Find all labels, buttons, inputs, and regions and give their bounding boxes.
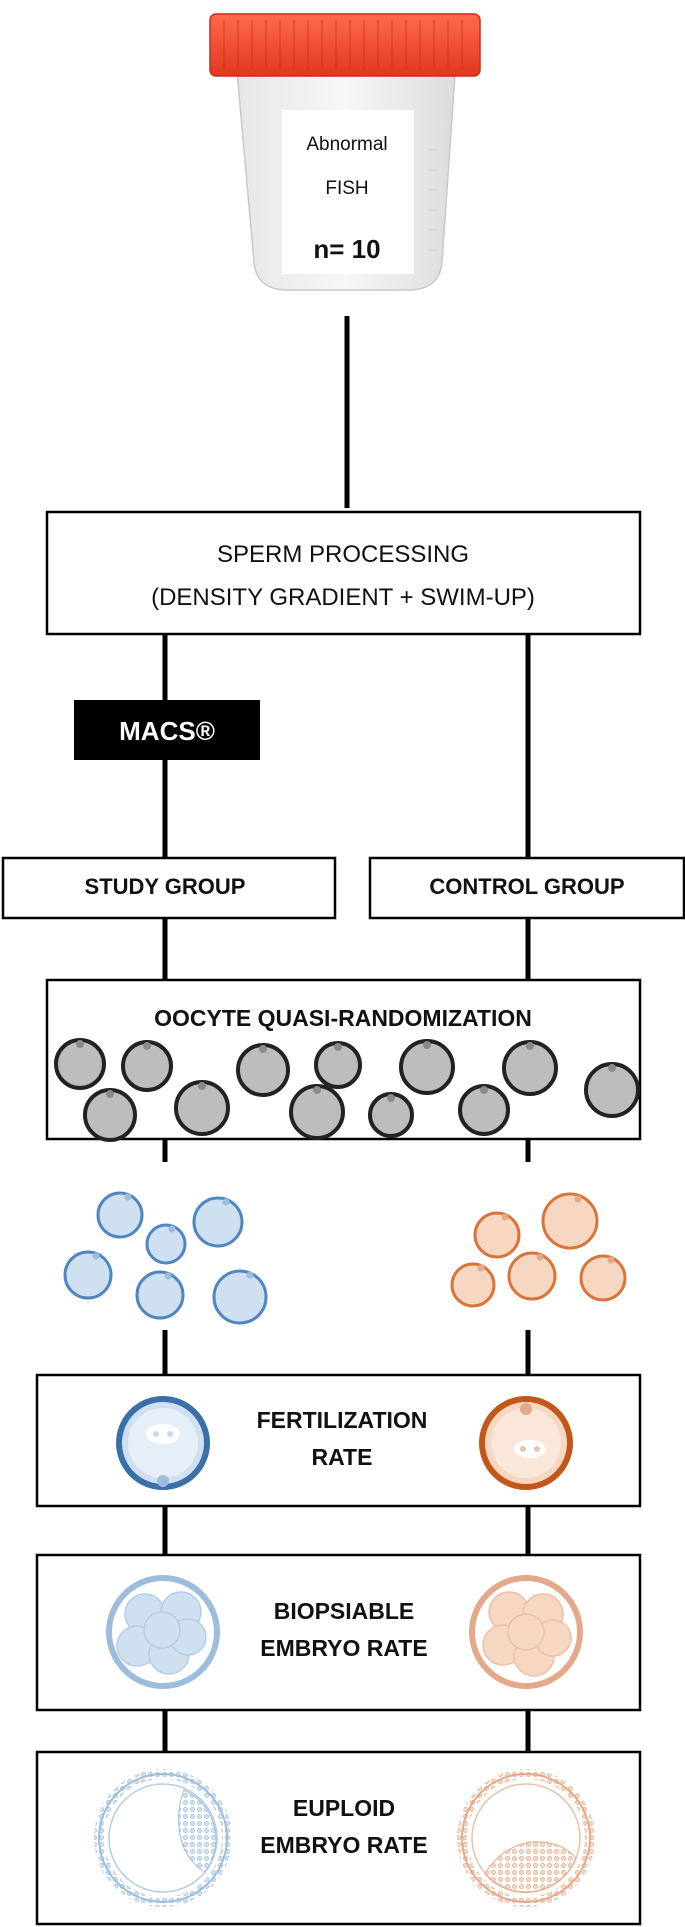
gray-oocyte-polar-bodies: [76, 1040, 616, 1102]
control-zygote-icon: [479, 1396, 573, 1490]
study-oocyte-polar-bodies: [92, 1193, 254, 1280]
study-cleavage-embryo-icon: [106, 1575, 220, 1689]
control-oocyte-polar-bodies: [477, 1195, 615, 1272]
sperm-processing-box: [45, 510, 642, 636]
control-cleavage-embryo-icon: [469, 1575, 583, 1689]
cup-label-line2: FISH: [325, 178, 368, 199]
connector-lines: [162, 316, 531, 1752]
study-oocytes: [63, 1191, 268, 1325]
macs-label: MACS®: [119, 716, 215, 746]
study-group-label: STUDY GROUP: [85, 874, 246, 899]
control-group-box: [368, 856, 685, 920]
fertilization-line1: FERTILIZATION: [257, 1407, 428, 1433]
biopsiable-line1: BIOPSIABLE: [274, 1598, 415, 1624]
gray-oocytes: [54, 1038, 640, 1142]
biopsiable-line2: EMBRYO RATE: [260, 1635, 427, 1661]
euploid-line1: EUPLOID: [293, 1795, 395, 1821]
sperm-processing-subtitle: (DENSITY GRADIENT + SWIM-UP): [151, 584, 535, 611]
study-zygote-icon: [116, 1396, 210, 1490]
specimen-cup-icon: [209, 13, 481, 291]
study-group-box: [1, 856, 337, 920]
euploid-line2: EMBRYO RATE: [260, 1832, 427, 1858]
sperm-processing-title: SPERM PROCESSING: [217, 541, 469, 568]
cup-label-line1: Abnormal: [306, 134, 387, 155]
control-blastocyst-icon: [457, 1769, 595, 1907]
control-group-label: CONTROL GROUP: [429, 874, 624, 899]
cup-count: n= 10: [313, 234, 380, 264]
study-blastocyst-icon: [94, 1769, 232, 1907]
macs-box: [74, 700, 260, 760]
oocyte-randomization-title: OOCYTE QUASI-RANDOMIZATION: [154, 1005, 532, 1031]
control-oocytes: [450, 1192, 627, 1308]
fertilization-line2: RATE: [312, 1444, 373, 1470]
